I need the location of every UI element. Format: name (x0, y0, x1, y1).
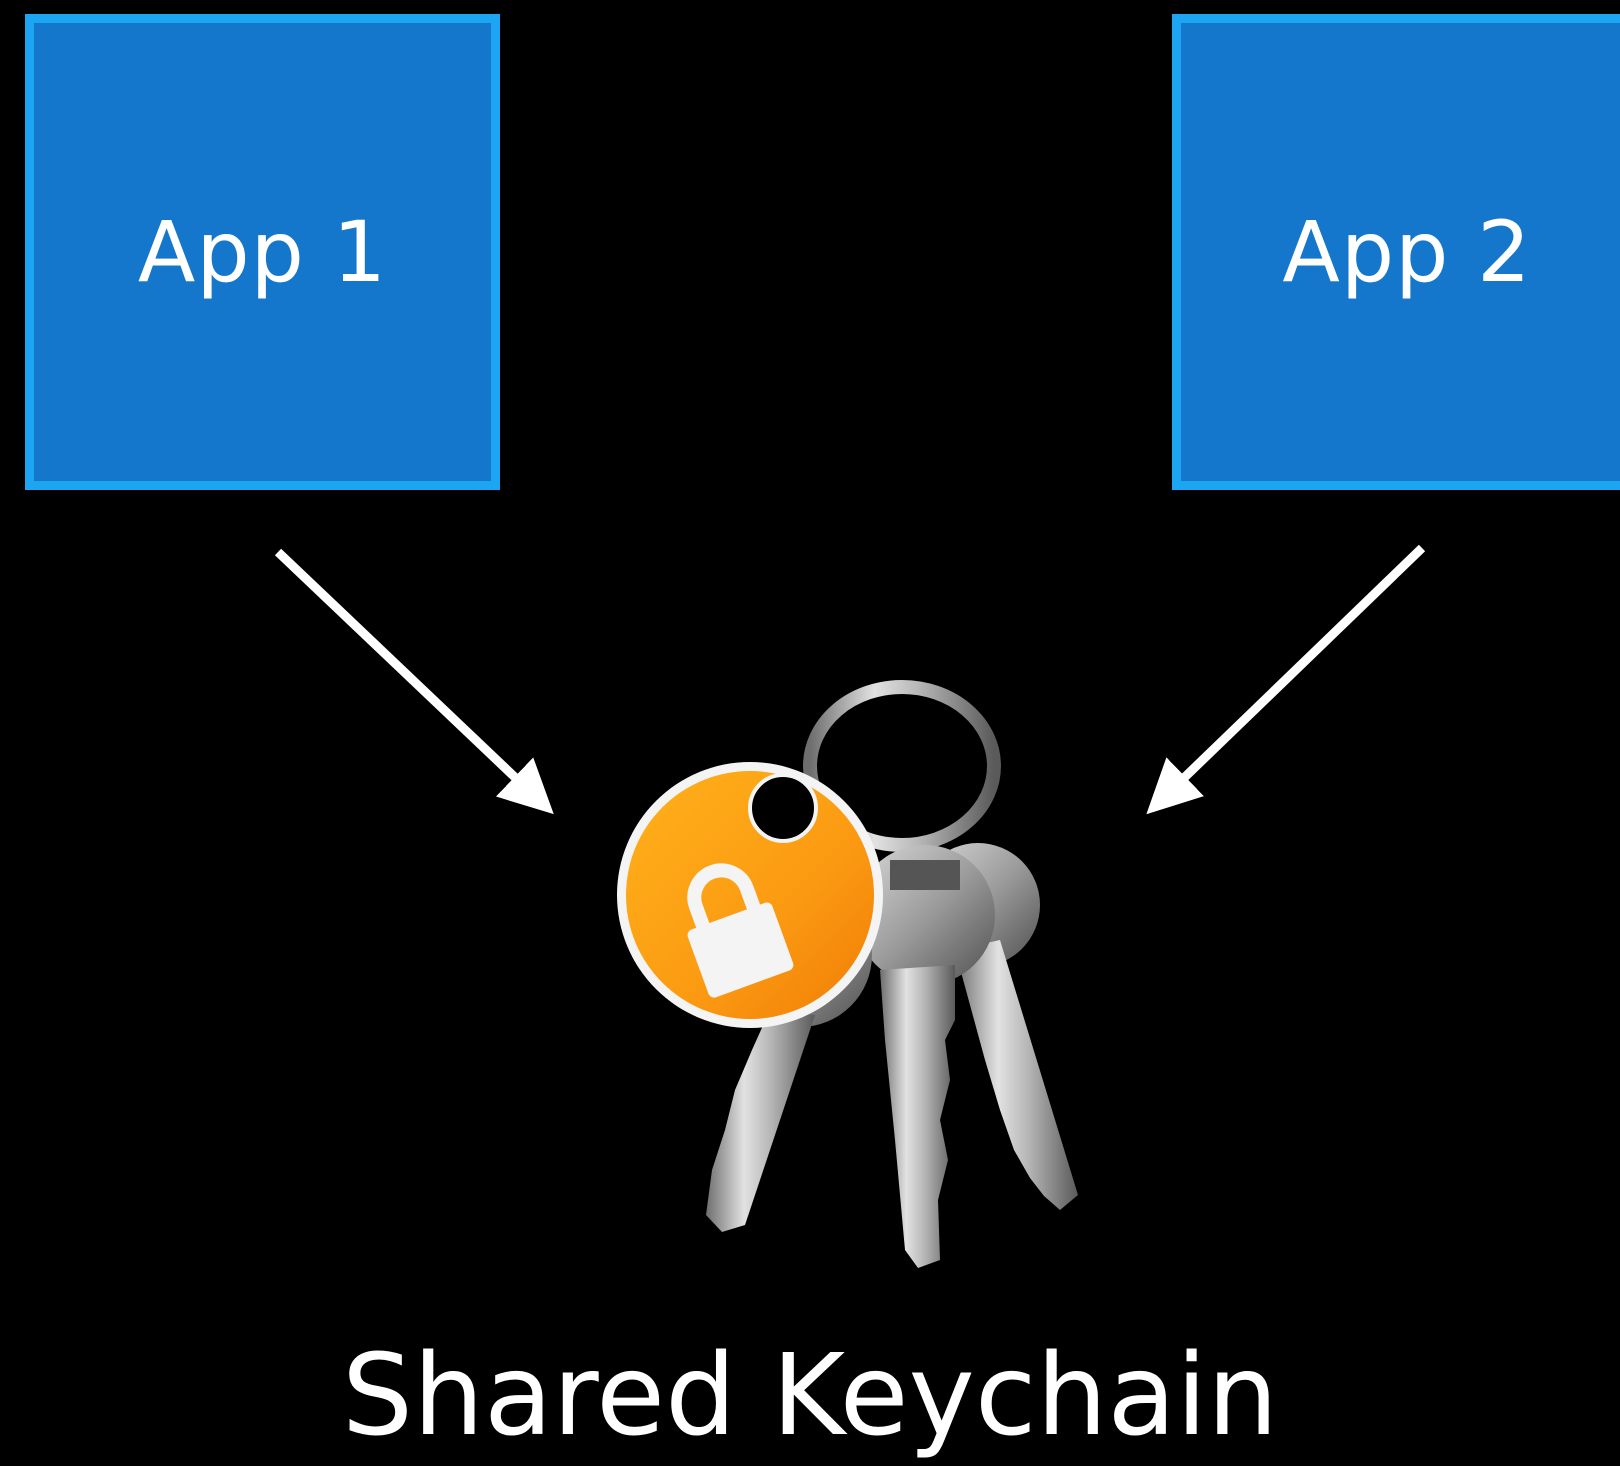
keychain-tag (617, 762, 883, 1028)
app-2-label: App 2 (1282, 203, 1532, 301)
app-1-label: App 1 (137, 203, 388, 301)
app-1-box: App 1 (25, 14, 500, 490)
arrow-app2-to-keychain (1146, 544, 1426, 815)
app-2-box: App 2 (1172, 14, 1620, 490)
arrow-app1-to-keychain (274, 548, 554, 815)
key-middle (855, 845, 995, 1268)
caption-shared-keychain: Shared Keychain (341, 1331, 1279, 1461)
keychain-icon (617, 680, 1078, 1268)
lock-icon (687, 863, 794, 998)
